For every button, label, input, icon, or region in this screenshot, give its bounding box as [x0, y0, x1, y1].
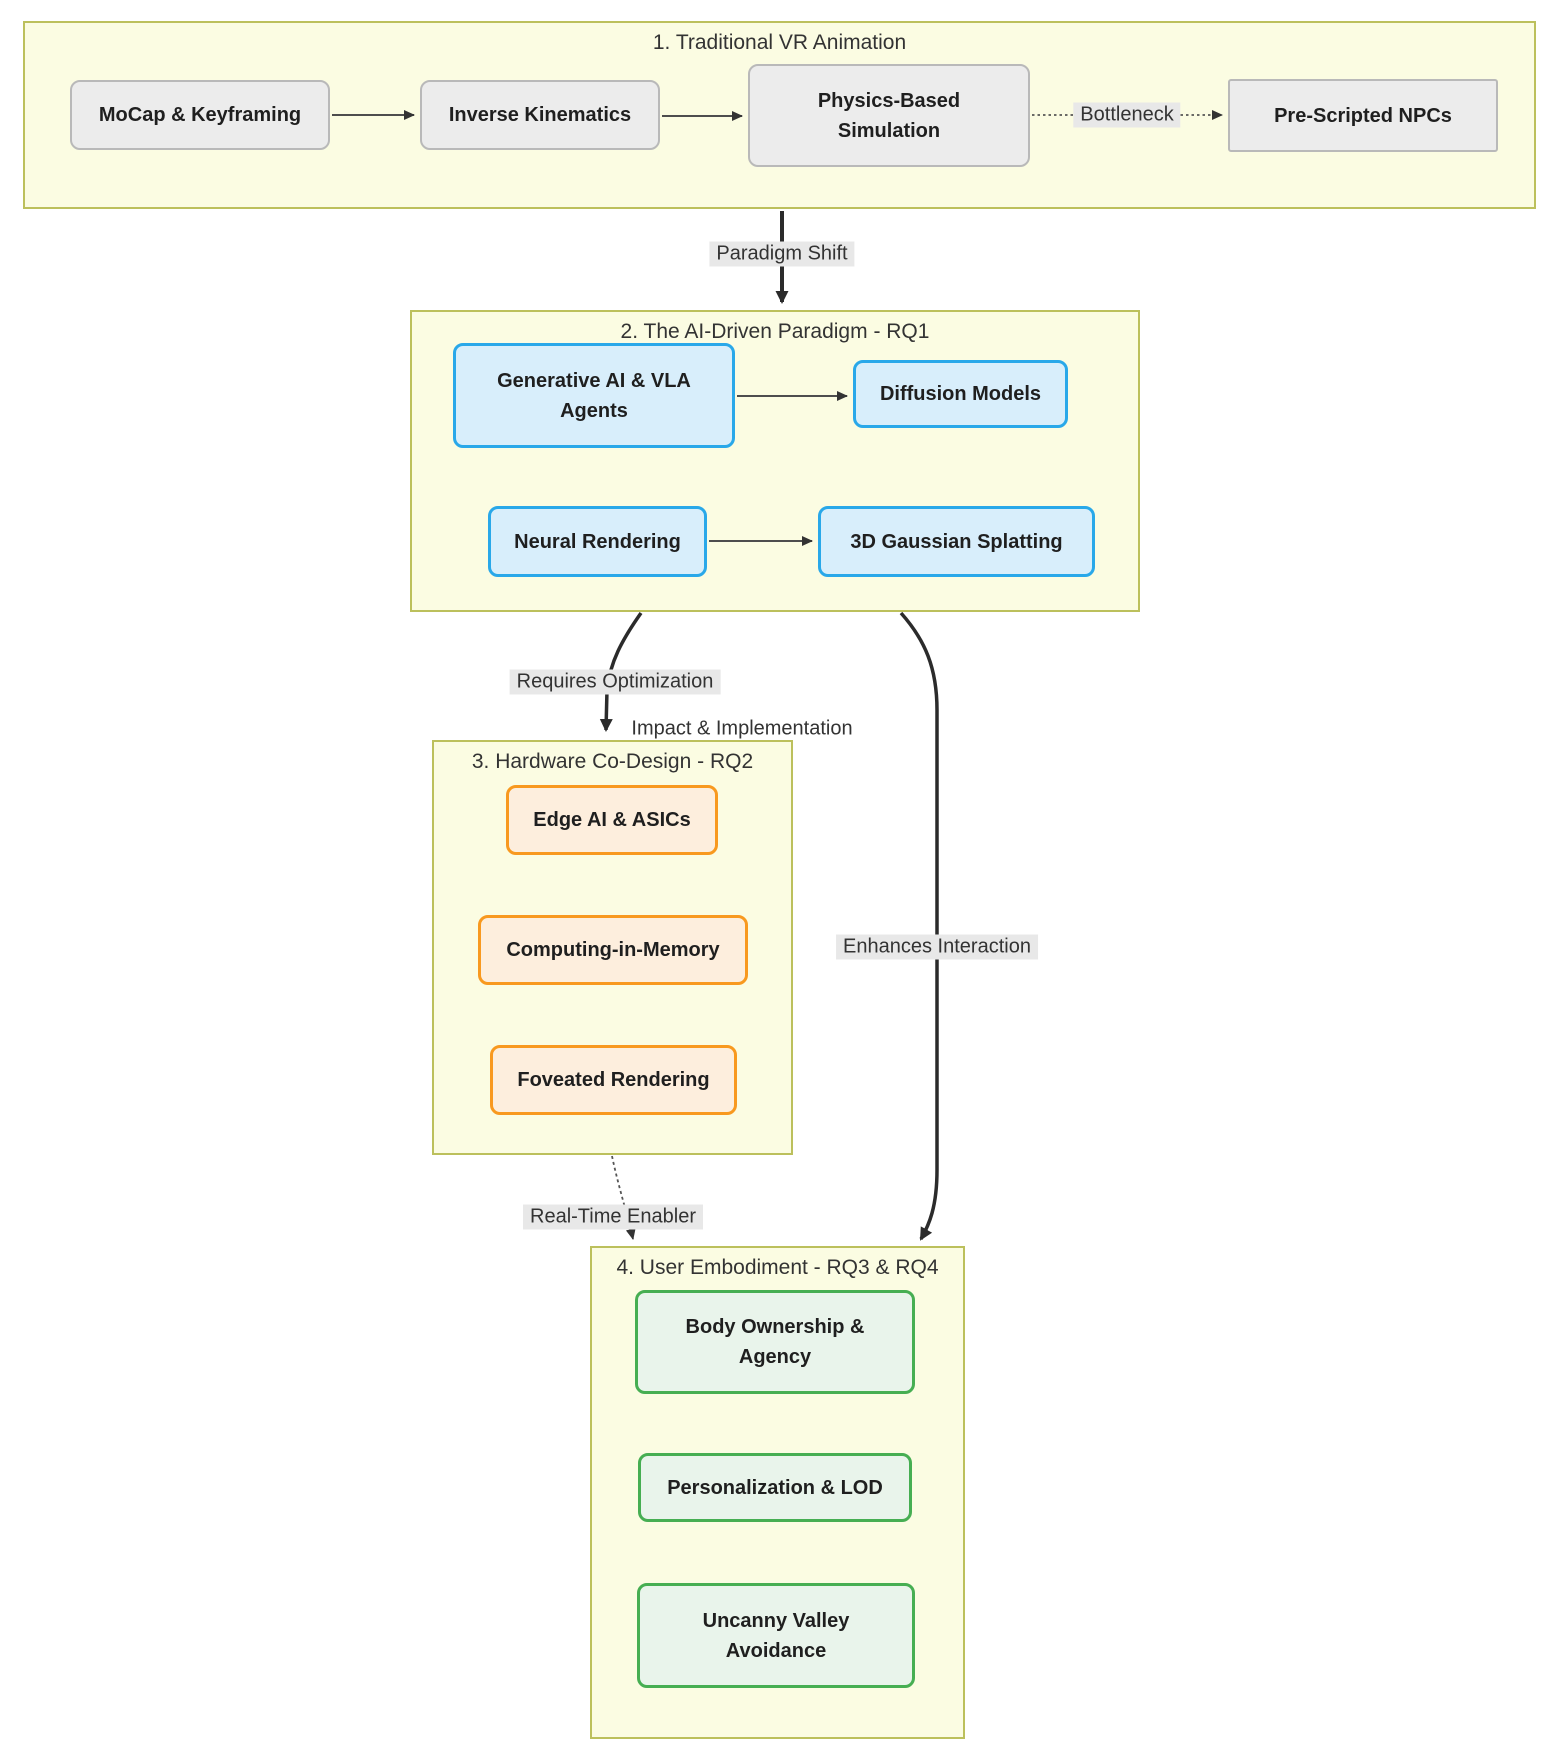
node-edge-ai-asics: Edge AI & ASICs	[506, 785, 718, 855]
container-title-traditional: 1. Traditional VR Animation	[652, 31, 907, 54]
edge-label-realtime-enabler: Real-Time Enabler	[523, 1204, 703, 1230]
node-neural-rendering: Neural Rendering	[488, 506, 707, 577]
edge-label-impact-implementation: Impact & Implementation	[631, 717, 853, 740]
node-body-ownership-agency: Body Ownership & Agency	[635, 1290, 915, 1394]
edge-label-bottleneck: Bottleneck	[1073, 102, 1181, 128]
node-foveated-rendering: Foveated Rendering	[490, 1045, 737, 1115]
node-generative-ai-vla-agents: Generative AI & VLA Agents	[453, 343, 735, 448]
edge-label-paradigm-shift: Paradigm Shift	[709, 241, 855, 267]
node-personalization-lod: Personalization & LOD	[638, 1453, 912, 1522]
edge-label-requires-optimization: Requires Optimization	[509, 669, 721, 695]
node-pre-scripted-npcs: Pre-Scripted NPCs	[1228, 79, 1498, 152]
node-computing-in-memory: Computing-in-Memory	[478, 915, 748, 985]
node-mocap-keyframing: MoCap & Keyframing	[70, 80, 330, 150]
node-physics-based-simulation: Physics-Based Simulation	[748, 64, 1030, 167]
node-inverse-kinematics: Inverse Kinematics	[420, 80, 660, 150]
node-uncanny-valley-avoidance: Uncanny Valley Avoidance	[637, 1583, 915, 1688]
node-diffusion-models: Diffusion Models	[853, 360, 1068, 428]
container-title-ai-paradigm: 2. The AI-Driven Paradigm - RQ1	[620, 320, 930, 343]
arrow-realtime-enabler	[611, 1155, 636, 1240]
arrow-enhances-interaction	[899, 611, 939, 1241]
container-title-embodiment: 4. User Embodiment - RQ3 & RQ4	[616, 1256, 939, 1279]
container-title-hardware: 3. Hardware Co-Design - RQ2	[471, 750, 754, 773]
edge-label-enhances-interaction: Enhances Interaction	[836, 934, 1038, 960]
node-3d-gaussian-splatting: 3D Gaussian Splatting	[818, 506, 1095, 577]
